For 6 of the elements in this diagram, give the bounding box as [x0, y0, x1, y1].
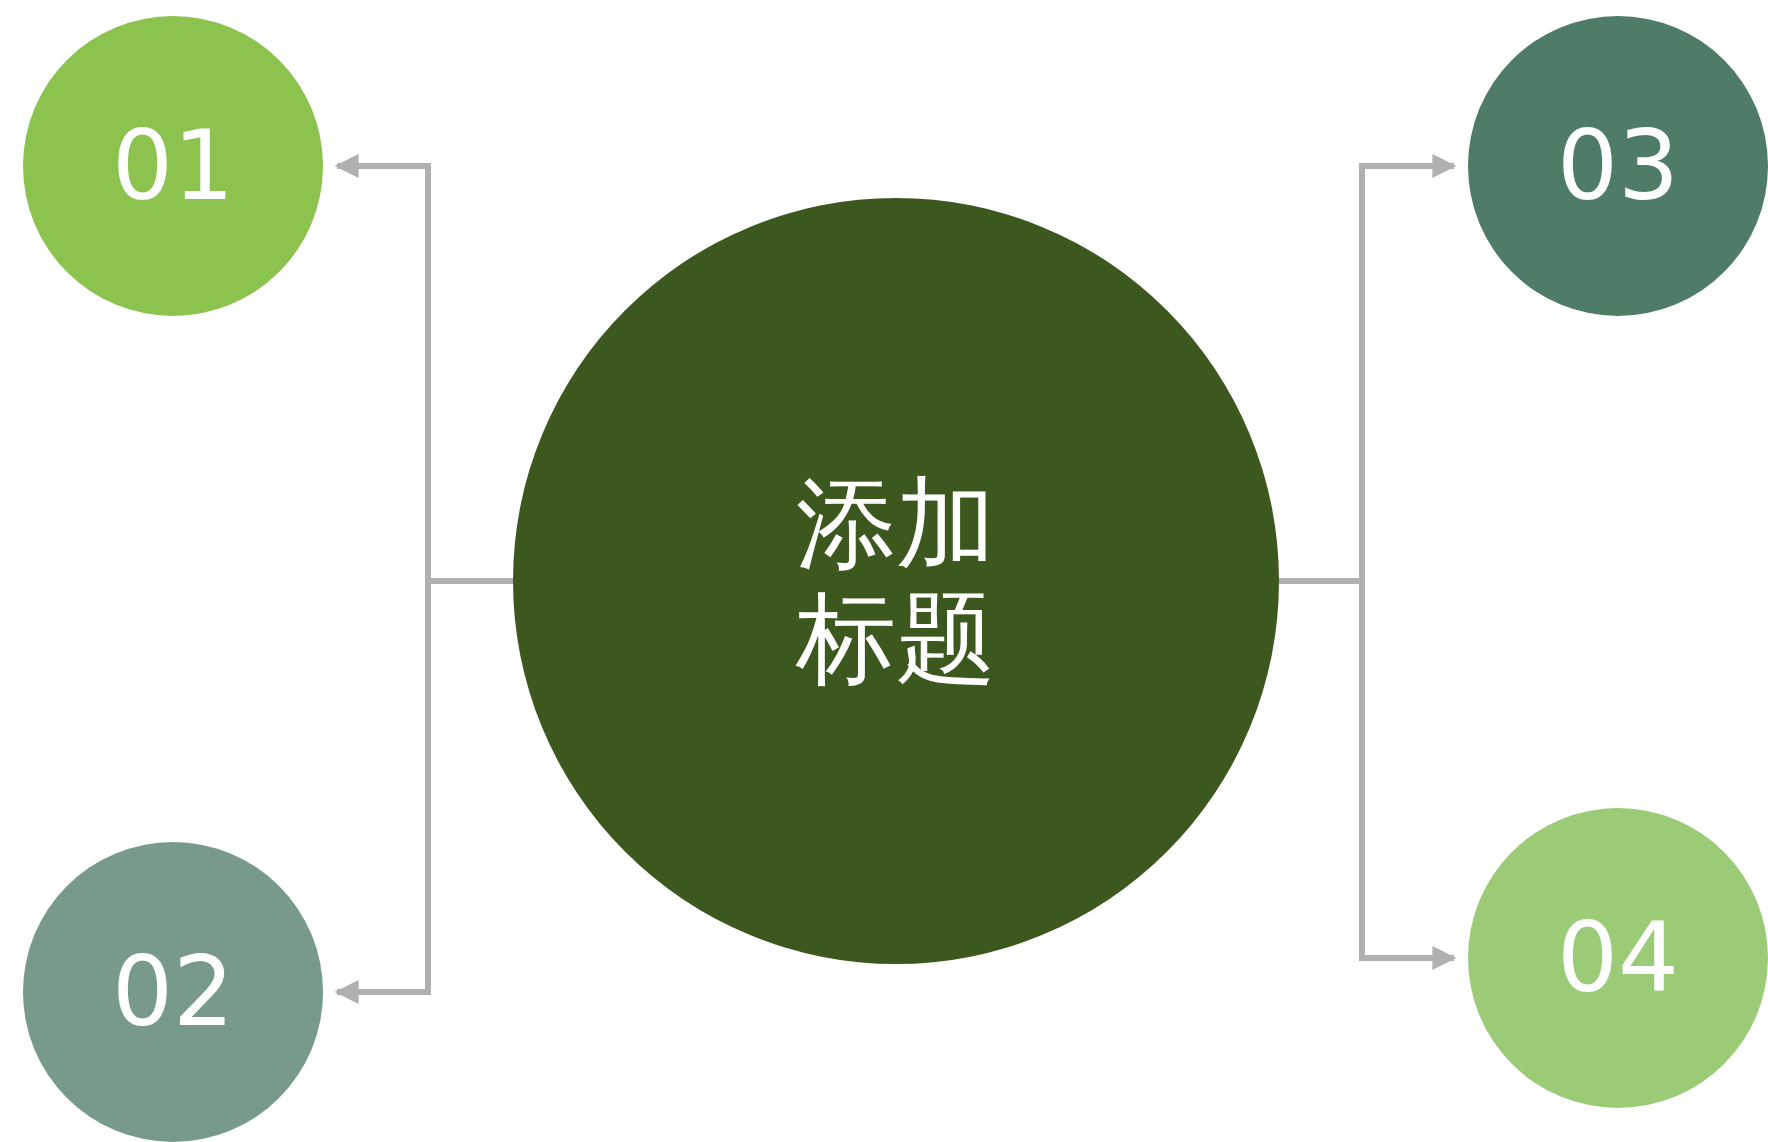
number-text: 02 — [111, 936, 235, 1048]
number-text: 04 — [1556, 902, 1680, 1014]
connector-arrow — [1279, 578, 1457, 970]
number-text: 03 — [1556, 110, 1680, 222]
title-text: 添加标题 — [796, 466, 996, 696]
number-text: 01 — [111, 110, 235, 222]
